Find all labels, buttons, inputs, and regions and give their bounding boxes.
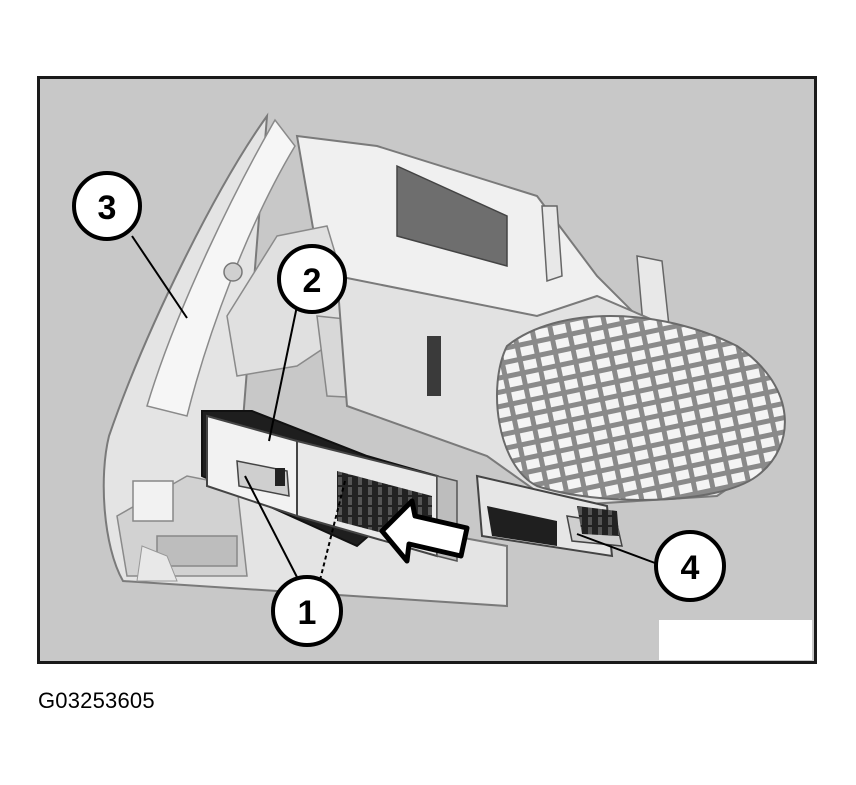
housing-panel: [102, 112, 508, 608]
air-duct: [335, 274, 786, 508]
callout-1: 1: [271, 575, 343, 647]
push-arrow-icon: [379, 498, 470, 564]
svg-text:2: 2: [303, 262, 322, 300]
svg-text:3: 3: [98, 189, 117, 227]
callout-4: 4: [654, 530, 726, 602]
control-module: [201, 410, 458, 562]
callout-2: 2: [277, 244, 347, 314]
figure-caption: G03253605: [38, 688, 155, 713]
diagram-svg: 3 2 1 4: [37, 76, 817, 664]
diagram-figure: 3 2 1 4: [37, 76, 817, 664]
svg-text:1: 1: [298, 594, 317, 632]
svg-text:4: 4: [681, 549, 700, 587]
connector-module: [475, 474, 623, 558]
vent-grille: [496, 315, 786, 501]
callout-3: 3: [72, 171, 142, 241]
white-corner-box: [659, 620, 812, 660]
leader-lines: [131, 235, 656, 585]
